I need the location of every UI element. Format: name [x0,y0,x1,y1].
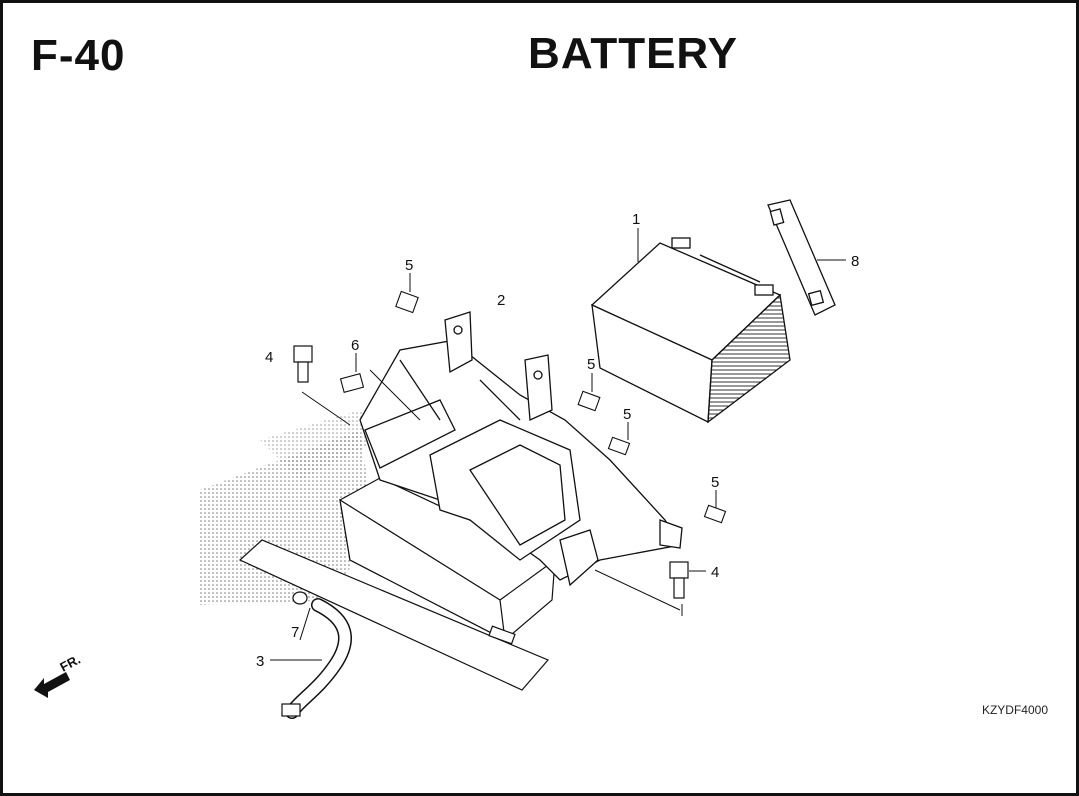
battery-band [767,199,836,316]
leader-lines [270,228,846,661]
callout-5-right: 5 [711,474,719,491]
callout-8: 8 [851,253,859,270]
callout-5-lower: 5 [623,406,631,423]
callout-5-mid: 5 [587,356,595,373]
reference-code: KZYDF4000 [981,703,1048,717]
battery-holder [359,311,683,587]
direction-label: FR. [57,652,83,675]
callout-4-left: 4 [265,349,273,366]
callout-3: 3 [256,653,264,670]
tube-clip [292,591,308,605]
callout-1: 1 [632,211,640,228]
callout-5-top: 5 [405,257,413,274]
callout-7: 7 [291,624,299,641]
callout-6: 6 [351,337,359,354]
bolt-right [669,561,689,599]
breather-tube [281,598,352,719]
page-title: BATTERY [528,29,738,78]
callout-2: 2 [497,292,505,309]
clip-nuts [339,290,727,524]
callout-labels: 1 2 3 4 4 5 5 5 5 6 7 8 [256,211,859,670]
section-code: F-40 [31,31,126,80]
callout-4-right: 4 [711,564,719,581]
bolt-left [293,345,313,383]
front-direction-arrow-icon [34,672,70,698]
battery [590,237,791,424]
